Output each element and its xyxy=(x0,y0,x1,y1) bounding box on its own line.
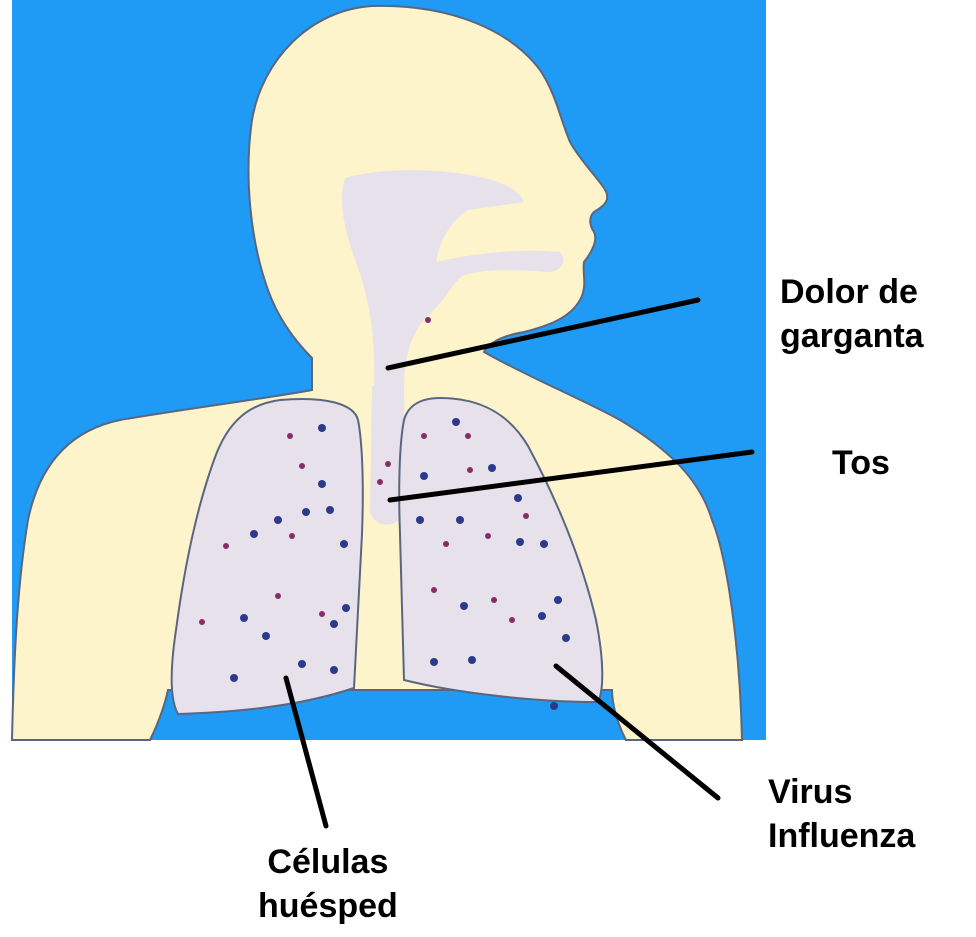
cell-dot xyxy=(223,543,229,549)
virus-dot xyxy=(326,506,334,514)
virus-dot xyxy=(460,602,468,610)
cell-dot xyxy=(465,433,471,439)
label-cells-line-1: Células xyxy=(258,840,398,884)
virus-dot xyxy=(452,418,460,426)
cell-dot xyxy=(485,533,491,539)
virus-dot xyxy=(318,424,326,432)
virus-dot xyxy=(420,472,428,480)
virus-dot xyxy=(262,632,270,640)
virus-dot xyxy=(340,540,348,548)
cell-dot xyxy=(385,461,391,467)
label-virus-line-2: Influenza xyxy=(768,814,915,858)
virus-dot xyxy=(456,516,464,524)
virus-dot xyxy=(342,604,350,612)
cell-dot xyxy=(275,593,281,599)
cell-dot xyxy=(509,617,515,623)
label-influenza-virus: Virus Influenza xyxy=(768,770,915,858)
virus-dot xyxy=(250,530,258,538)
cell-dot xyxy=(431,587,437,593)
virus-dot xyxy=(330,666,338,674)
virus-dot xyxy=(416,516,424,524)
virus-dot xyxy=(240,614,248,622)
cell-dot xyxy=(319,611,325,617)
cell-dot xyxy=(425,317,431,323)
cell-dot xyxy=(467,467,473,473)
virus-dot xyxy=(468,656,476,664)
cell-dot xyxy=(523,513,529,519)
cell-dot xyxy=(299,463,305,469)
cell-dot xyxy=(287,433,293,439)
label-host-cells: Células huésped xyxy=(258,840,398,928)
label-sore-throat-line-2: garganta xyxy=(780,314,924,358)
cell-dot xyxy=(443,541,449,547)
virus-dot xyxy=(302,508,310,516)
virus-dot xyxy=(550,702,558,710)
label-sore-throat: Dolor de garganta xyxy=(780,270,924,358)
cell-dot xyxy=(491,597,497,603)
cell-dot xyxy=(377,479,383,485)
virus-dot xyxy=(274,516,282,524)
virus-dot xyxy=(540,540,548,548)
virus-dot xyxy=(430,658,438,666)
virus-dot xyxy=(230,674,238,682)
virus-dot xyxy=(514,494,522,502)
virus-dot xyxy=(562,634,570,642)
virus-dot xyxy=(516,538,524,546)
label-sore-throat-line-1: Dolor de xyxy=(780,270,924,314)
label-cells-line-2: huésped xyxy=(258,884,398,928)
label-cough-line-1: Tos xyxy=(832,441,890,485)
virus-dot xyxy=(298,660,306,668)
virus-dot xyxy=(330,620,338,628)
cell-dot xyxy=(199,619,205,625)
label-virus-line-1: Virus xyxy=(768,770,915,814)
virus-dot xyxy=(554,596,562,604)
cell-dot xyxy=(421,433,427,439)
virus-dot xyxy=(488,464,496,472)
label-cough: Tos xyxy=(832,441,890,485)
virus-dot xyxy=(538,612,546,620)
virus-dot xyxy=(318,480,326,488)
cell-dot xyxy=(289,533,295,539)
